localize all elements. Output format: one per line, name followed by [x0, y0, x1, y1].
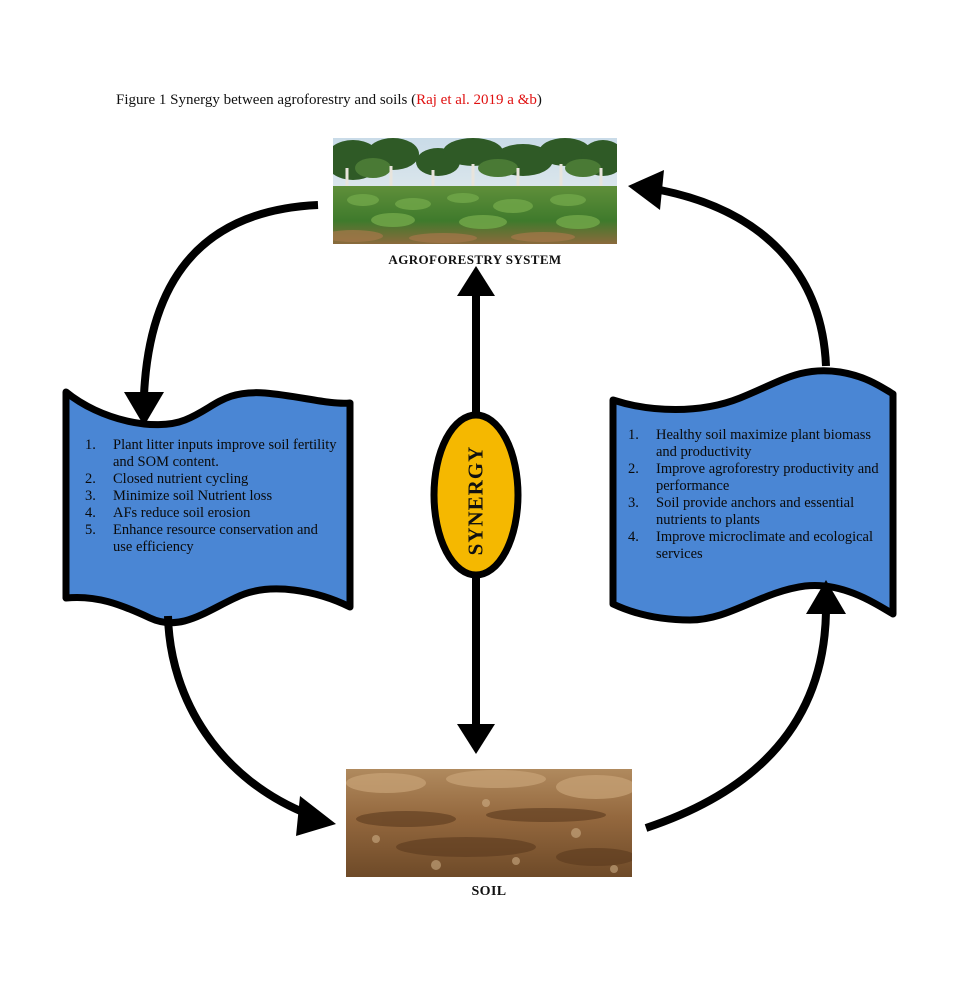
arrow-agroforestry-to-left	[140, 201, 319, 396]
synergy-label: SYNERGY	[463, 445, 488, 555]
item-text: Healthy soil maximize plant biomass and …	[656, 427, 872, 460]
left-box-list: 1. Plant litter inputs improve soil ferti…	[85, 437, 337, 556]
agroforestry-field-photo	[333, 138, 617, 244]
item-text: Improve microclimate and ecological serv…	[656, 529, 874, 562]
figure-caption: Figure 1 Synergy between agroforestry an…	[116, 92, 542, 109]
arrow-left-to-soil	[164, 615, 312, 819]
left-box-item: 1. Plant litter inputs improve soil ferti…	[85, 437, 337, 471]
right-box-item: 3. Soil provide anchors and essential nut…	[628, 495, 880, 529]
item-text: AFs reduce soil erosion	[113, 505, 251, 521]
right-box-list: 1. Healthy soil maximize plant biomass an…	[628, 427, 880, 563]
soil-label: SOIL	[471, 884, 507, 899]
item-text: Soil provide anchors and essential nutri…	[656, 495, 855, 528]
item-text: Closed nutrient cycling	[113, 471, 249, 487]
item-number: 4.	[628, 529, 639, 545]
left-box-item: 5. Enhance resource conservation and use …	[85, 522, 337, 556]
agroforestry-system-label: AGROFORESTRY SYSTEM	[388, 252, 562, 267]
left-box-item: 4. AFs reduce soil erosion	[85, 505, 337, 522]
item-number: 1.	[628, 427, 639, 443]
item-text: Improve agroforestry productivity and pe…	[656, 461, 879, 494]
synergy-label-wrap: SYNERGY	[440, 440, 512, 560]
arrow-up-head	[457, 266, 495, 296]
left-box-item: 3. Minimize soil Nutrient loss	[85, 488, 337, 505]
arrow-right-to-agroforestry	[659, 186, 830, 367]
item-number: 1.	[85, 437, 96, 453]
caption-text: Figure 1 Synergy between agroforestry an…	[116, 92, 417, 108]
item-text: Plant litter inputs improve soil fertili…	[113, 437, 337, 470]
item-text: Enhance resource conservation and use ef…	[113, 522, 318, 555]
item-text: Minimize soil Nutrient loss	[113, 488, 273, 504]
soil-profile-photo	[346, 769, 632, 877]
right-box-item: 2. Improve agroforestry productivity and …	[628, 461, 880, 495]
item-number: 4.	[85, 505, 96, 521]
arrow-down-head	[457, 724, 495, 754]
caption-closing: )	[536, 92, 542, 108]
item-number: 5.	[85, 522, 96, 538]
right-box-item: 1. Healthy soil maximize plant biomass an…	[628, 427, 880, 461]
item-number: 2.	[85, 471, 96, 487]
right-box-item: 4. Improve microclimate and ecological se…	[628, 529, 880, 563]
arrow-soil-to-right	[644, 611, 830, 832]
item-number: 2.	[628, 461, 639, 477]
item-number: 3.	[85, 488, 96, 504]
left-box-item: 2. Closed nutrient cycling	[85, 471, 337, 488]
caption-reference: Raj et al. 2019 a &b	[416, 92, 537, 108]
item-number: 3.	[628, 495, 639, 511]
